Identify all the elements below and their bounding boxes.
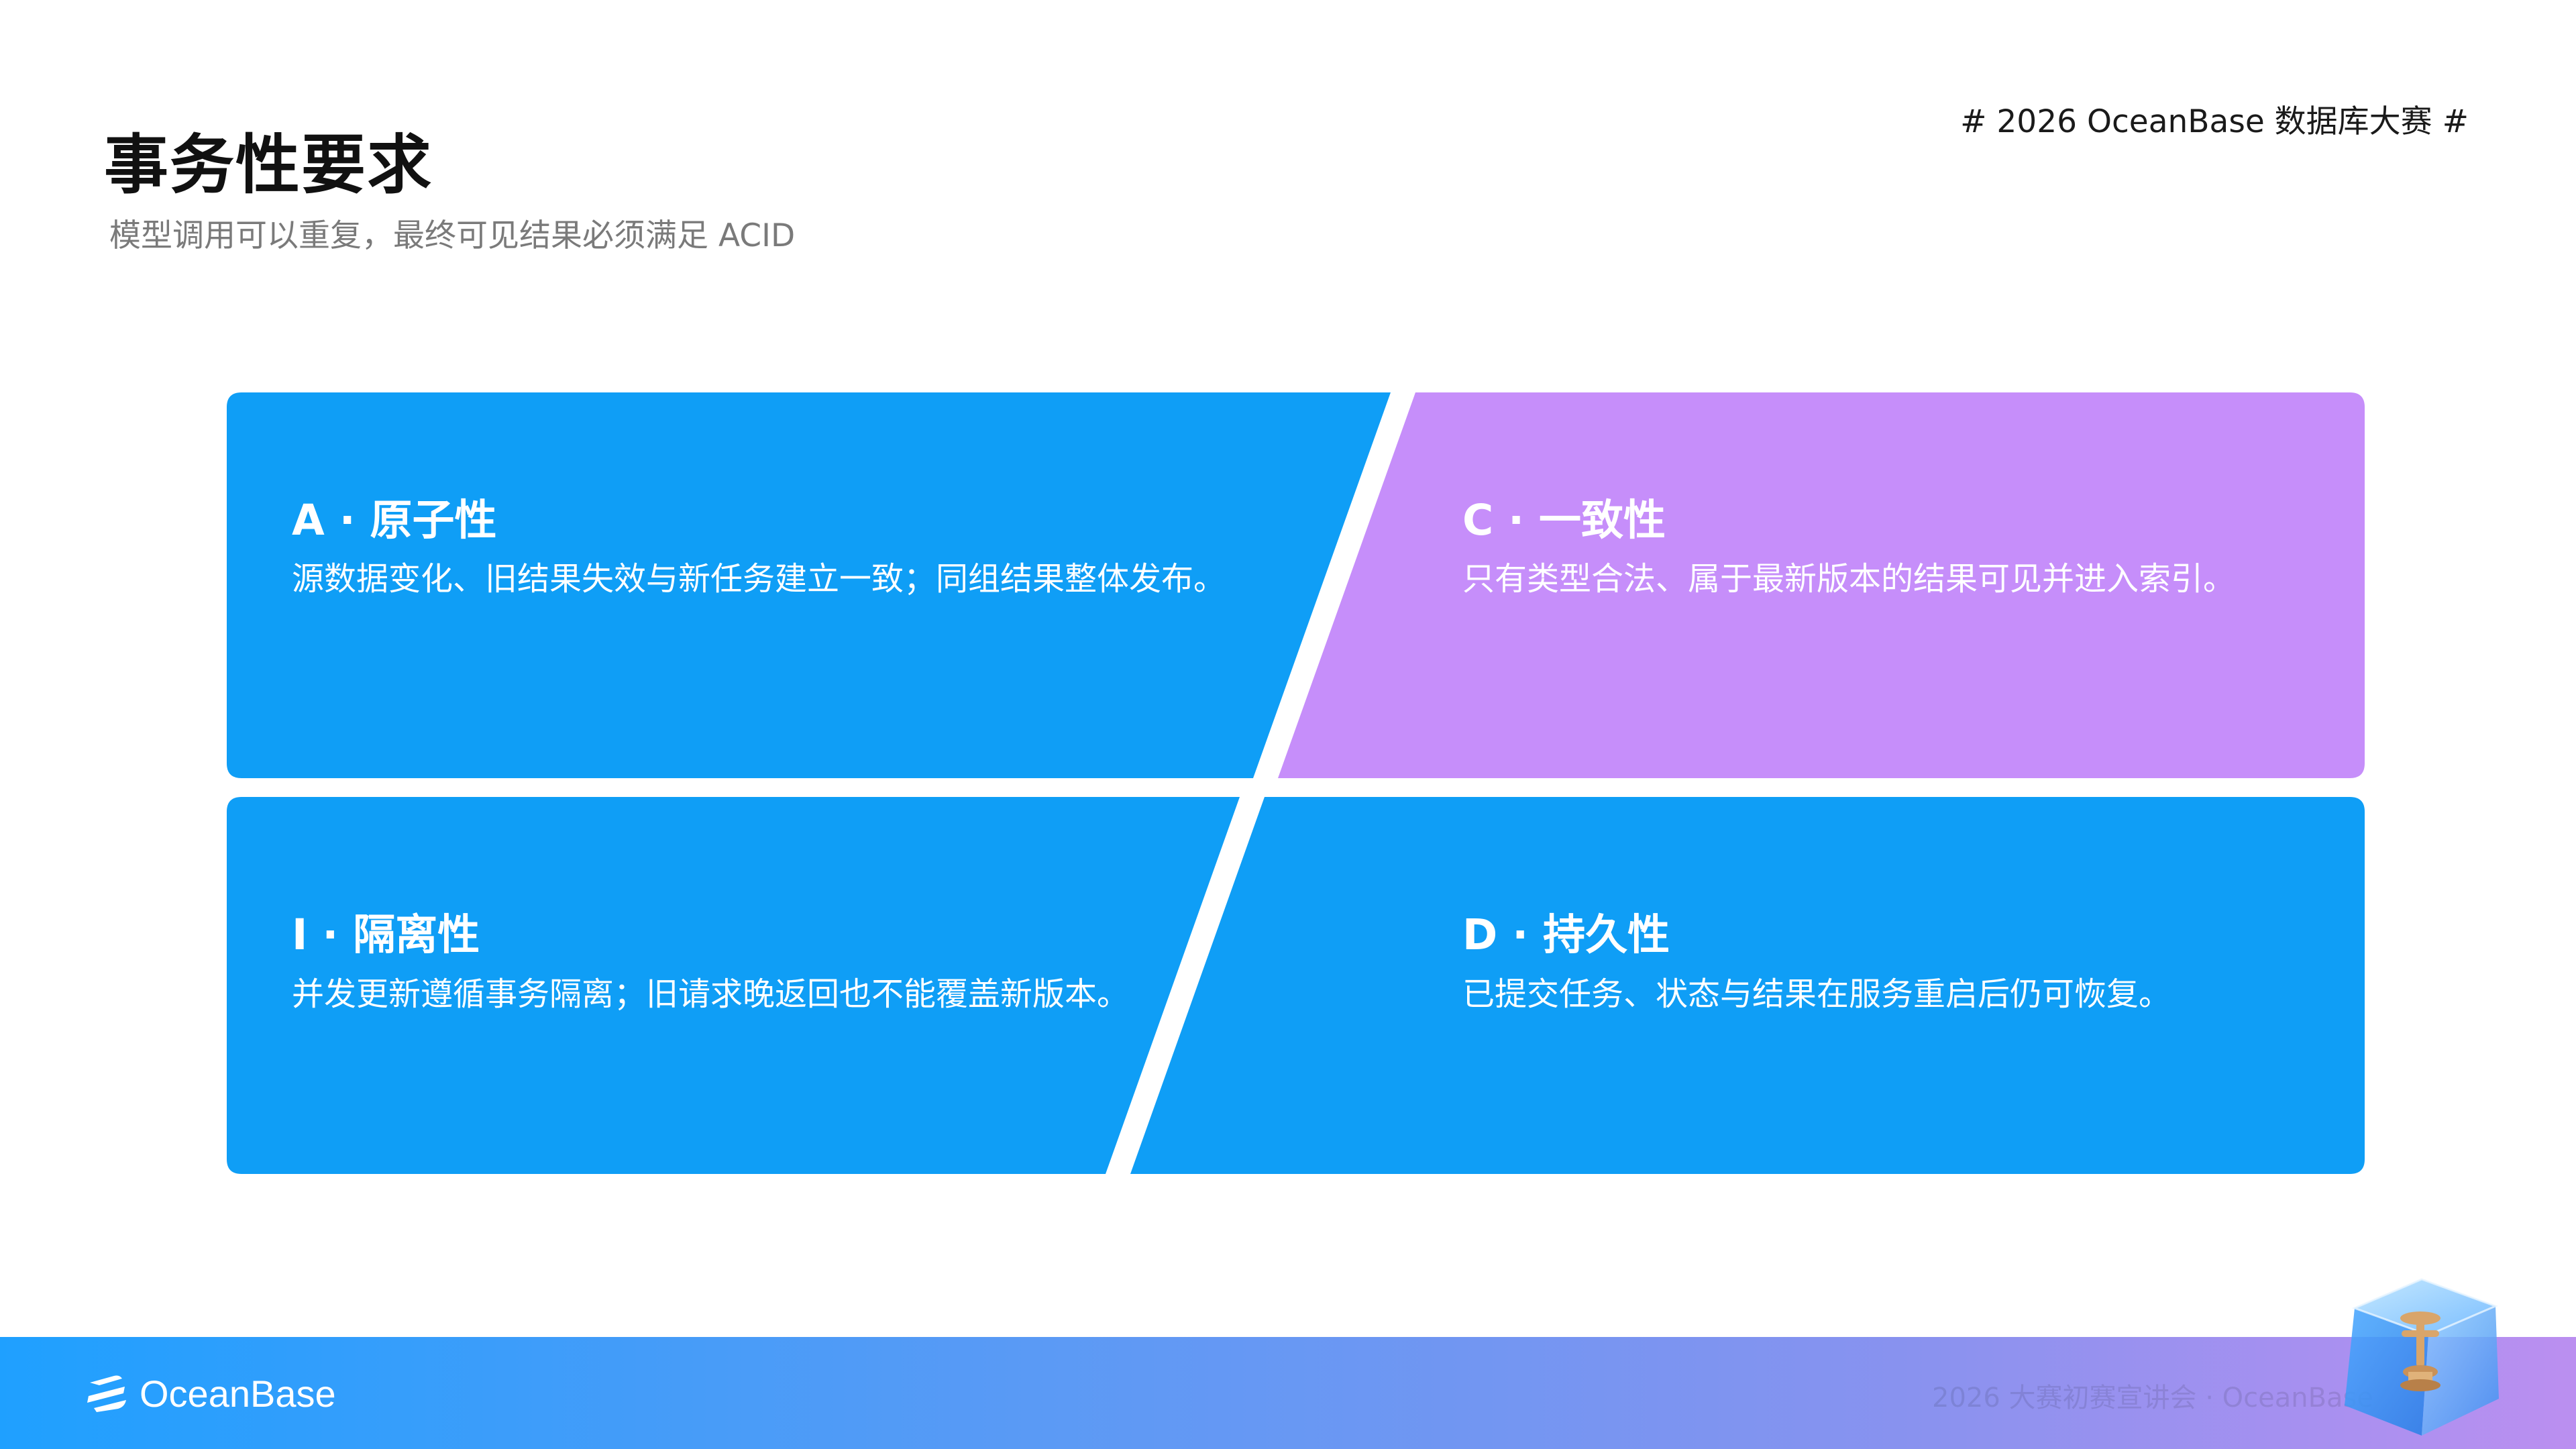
oceanbase-logo: OceanBase xyxy=(85,1366,336,1420)
card-consistency-desc: 只有类型合法、属于最新版本的结果可见并进入索引。 xyxy=(1462,560,2236,598)
footer-bar: OceanBase 2026 大赛初赛宣讲会 · OceanBase xyxy=(0,1337,2576,1449)
page-subtitle: 模型调用可以重复，最终可见结果必须满足 ACID xyxy=(109,217,796,254)
trophy-cube-icon xyxy=(2345,1278,2499,1436)
card-consistency-title: C · 一致性 xyxy=(1462,496,1666,545)
logo-wordmark: OceanBase xyxy=(140,1372,336,1415)
card-atomicity-shape xyxy=(227,392,1391,778)
card-atomicity-title: A · 原子性 xyxy=(292,496,497,545)
oceanbase-logo-icon xyxy=(87,1375,126,1412)
card-durability-desc: 已提交任务、状态与结果在服务重启后仍可恢复。 xyxy=(1462,975,2171,1013)
event-hashtag: # 2026 OceanBase 数据库大赛 # xyxy=(1960,103,2469,140)
card-isolation-shape xyxy=(227,797,1240,1174)
card-consistency: C · 一致性 只有类型合法、属于最新版本的结果可见并进入索引。 xyxy=(1278,392,2365,778)
card-durability-title: D · 持久性 xyxy=(1462,910,1670,959)
card-isolation-title: I · 隔离性 xyxy=(292,910,480,959)
footer-watermark: 2026 大赛初赛宣讲会 · OceanBase xyxy=(1932,1383,2374,1413)
card-durability: D · 持久性 已提交任务、状态与结果在服务重启后仍可恢复。 xyxy=(1130,797,2365,1174)
card-isolation: I · 隔离性 并发更新遵循事务隔离；旧请求晚返回也不能覆盖新版本。 xyxy=(227,797,1240,1174)
card-atomicity-desc: 源数据变化、旧结果失效与新任务建立一致；同组结果整体发布。 xyxy=(292,560,1226,598)
trophy-figure xyxy=(2400,1311,2440,1391)
page-title: 事务性要求 xyxy=(104,127,433,203)
card-consistency-shape xyxy=(1278,392,2365,778)
card-durability-shape xyxy=(1130,797,2365,1174)
card-atomicity: A · 原子性 源数据变化、旧结果失效与新任务建立一致；同组结果整体发布。 xyxy=(227,392,1391,778)
card-isolation-desc: 并发更新遵循事务隔离；旧请求晚返回也不能覆盖新版本。 xyxy=(292,975,1130,1013)
